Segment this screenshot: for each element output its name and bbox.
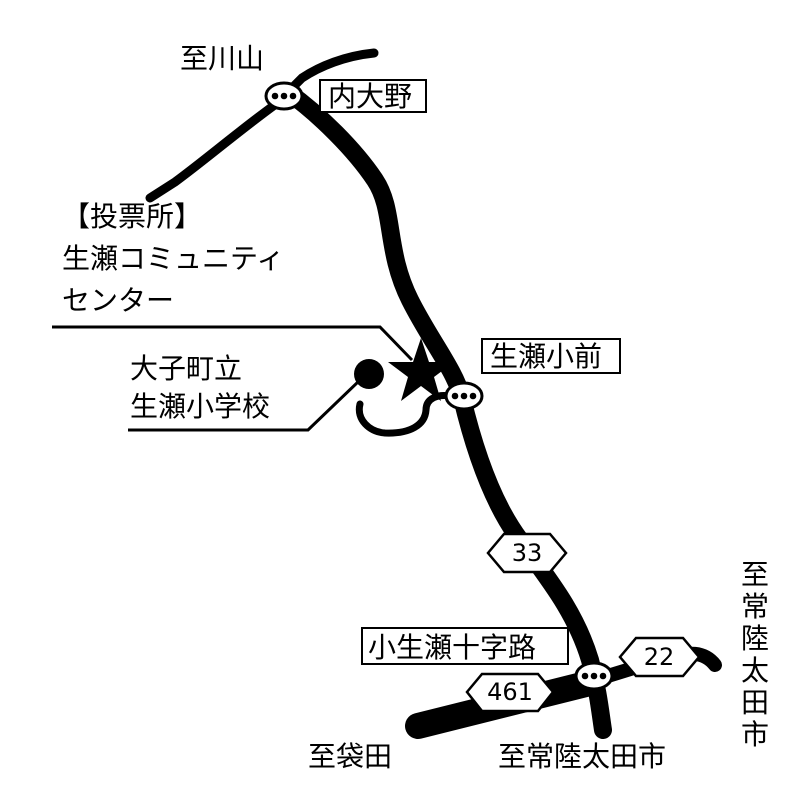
route-22-shield: 22 bbox=[618, 636, 701, 678]
stop-box-osezemae bbox=[481, 338, 621, 374]
stop-box-uchiono bbox=[319, 79, 427, 113]
route-33-shield: 33 bbox=[486, 532, 568, 574]
bus-stop-osezemae-icon bbox=[444, 381, 484, 411]
polling-place-name-line1: 生瀬コミュニティ bbox=[62, 242, 284, 275]
school-label-line2: 生瀬小学校 bbox=[130, 390, 270, 423]
road-to-kawayama-upper bbox=[283, 48, 379, 97]
destination-fukuroda: 至袋田 bbox=[308, 740, 392, 773]
school-label-line1: 大子町立 bbox=[130, 352, 242, 385]
road-school-loop bbox=[355, 392, 454, 437]
stop-box-kojujiro bbox=[361, 627, 569, 665]
destination-hitachiota-bottom: 至常陸太田市 bbox=[498, 740, 666, 773]
road-thin-left bbox=[145, 99, 281, 203]
destination-hitachiota-right: 至常陸太田市 bbox=[741, 558, 769, 751]
stop-label-osezemae: 生瀬小前 bbox=[490, 340, 602, 373]
polling-place-heading: 【投票所】 bbox=[62, 200, 202, 233]
route-461-shield: 461 bbox=[465, 672, 555, 713]
polling-place-star-icon bbox=[388, 338, 454, 401]
svg-text:33: 33 bbox=[512, 539, 543, 567]
bus-stop-uchiono-icon bbox=[264, 81, 304, 111]
svg-text:22: 22 bbox=[644, 643, 675, 671]
destination-kawayama: 至川山 bbox=[180, 42, 264, 75]
stop-label-uchiono: 内大野 bbox=[328, 80, 412, 113]
bus-stop-kojujiro-icon bbox=[574, 661, 614, 691]
school-leader-line bbox=[128, 378, 362, 432]
stop-label-kojujiro: 小生瀬十字路 bbox=[368, 631, 536, 664]
polling-place-name-line2: センター bbox=[62, 284, 174, 317]
school-dot-icon bbox=[354, 359, 384, 389]
polling-leader-line bbox=[52, 325, 414, 362]
svg-text:461: 461 bbox=[487, 678, 533, 706]
